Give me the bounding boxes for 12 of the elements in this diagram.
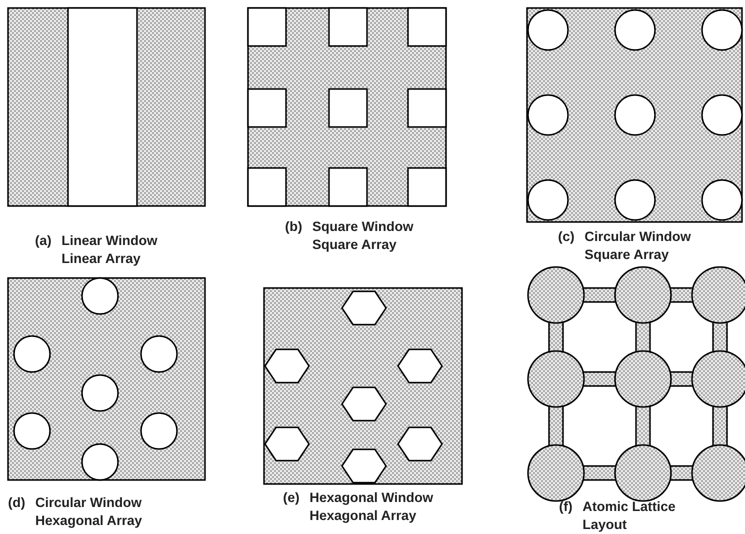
panel-letter: (e) bbox=[283, 489, 300, 507]
panel-letter: (c) bbox=[558, 228, 574, 246]
panel-caption: Square Window Square Array bbox=[312, 218, 414, 254]
panel-letter: (b) bbox=[285, 218, 302, 236]
panel-caption: Hexagonal Window Hexagonal Array bbox=[310, 489, 434, 525]
panel-caption: Linear Window Linear Array bbox=[62, 232, 158, 268]
panel-caption: Circular Window Hexagonal Array bbox=[35, 494, 144, 530]
panel-letter: (f) bbox=[559, 498, 572, 516]
panel-letter: (a) bbox=[35, 232, 52, 250]
panel-letter: (d) bbox=[8, 494, 26, 512]
panel-caption: Atomic Lattice Layout bbox=[582, 498, 677, 534]
panel-caption: Circular Window Square Array bbox=[584, 228, 692, 264]
